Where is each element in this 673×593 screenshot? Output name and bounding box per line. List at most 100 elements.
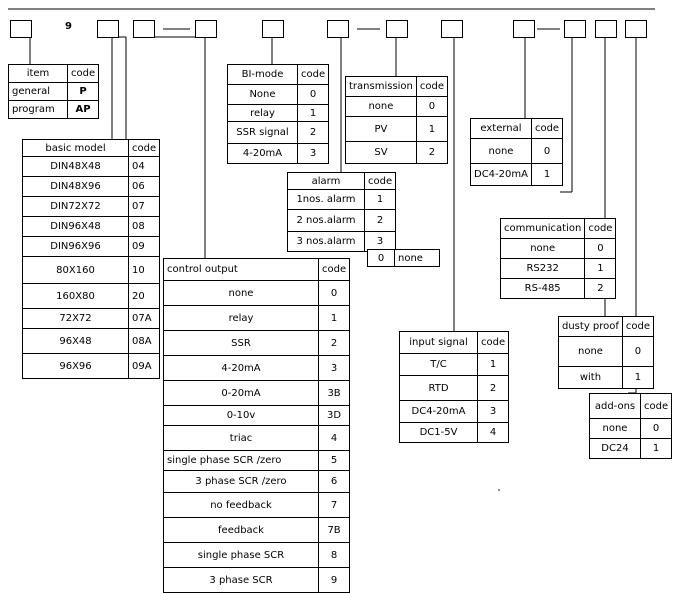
code-header: code (639, 393, 673, 419)
transmission-code: 1 (415, 116, 449, 142)
control-output-code: 6 (317, 470, 351, 493)
code-box-12 (625, 20, 647, 38)
control-output-label: none (163, 280, 319, 306)
alarm-code: 2 (363, 209, 397, 232)
item-label: general (8, 82, 68, 101)
control-output-code: 0 (317, 280, 351, 306)
basic-model-label: DIN48X96 (22, 176, 129, 197)
transmission-label: none (345, 96, 417, 117)
code-header: code (584, 218, 617, 239)
basic-model-label: 80X160 (22, 256, 129, 284)
basic-model-title: basic model (22, 139, 129, 157)
alarm-none-label: none (394, 249, 440, 267)
nine-label: 9 (65, 21, 72, 32)
control-output-label: no feedback (163, 492, 319, 518)
bi-mode-code: 3 (296, 143, 330, 164)
bi-mode-code: 2 (296, 121, 330, 144)
control-output-code: 5 (317, 450, 351, 471)
communication-code: 2 (584, 278, 617, 299)
code-header: code (317, 258, 351, 281)
bi-mode-title: BI-mode (227, 64, 298, 85)
code-box-7 (386, 20, 408, 38)
code-box-8 (441, 20, 463, 38)
basic-model-code: 06 (127, 176, 161, 197)
transmission-label: PV (345, 116, 417, 142)
transmission-code: 0 (415, 96, 449, 117)
input-signal-label: RTD (399, 375, 478, 401)
control-output-code: 7B (317, 517, 351, 543)
external-title: external (470, 118, 532, 139)
input-signal-code: 4 (476, 422, 510, 443)
alarm-none-row: 0 none (367, 249, 440, 267)
dusty-proof-code: 0 (621, 336, 655, 367)
bi-mode-label: relay (227, 104, 298, 122)
dusty-proof-code: 1 (621, 366, 655, 389)
code-header: code (530, 118, 564, 139)
external-code: 0 (530, 138, 564, 164)
control-output-label: feedback (163, 517, 319, 543)
dot-mark (498, 489, 500, 491)
communication-code: 0 (584, 238, 617, 259)
control-output-label: single phase SCR (163, 542, 319, 568)
code-box-10 (564, 20, 586, 38)
control-output-code: 3 (317, 355, 351, 381)
control-output-code: 7 (317, 492, 351, 518)
transmission-title: transmission (345, 76, 417, 97)
basic-model-code: 04 (127, 156, 161, 177)
add-ons-title: add-ons (589, 393, 641, 419)
input-signal-label: T/C (399, 353, 478, 376)
code-header: code (363, 172, 397, 190)
code-box-3 (133, 20, 155, 38)
item-table: item code general P program AP (8, 64, 100, 119)
control-output-code: 1 (317, 305, 351, 331)
control-output-code: 4 (317, 425, 351, 451)
control-output-code: 3D (317, 405, 351, 426)
bi-mode-label: 4-20mA (227, 143, 298, 164)
transmission-label: SV (345, 141, 417, 164)
dusty-proof-label: with (558, 366, 623, 389)
code-header: code (66, 64, 100, 83)
code-box-1 (10, 20, 32, 38)
code-header: code (621, 316, 655, 337)
code-box-4 (195, 20, 217, 38)
basic-model-label: DIN48X48 (22, 156, 129, 177)
code-header: code (127, 139, 161, 157)
external-code: 1 (530, 163, 564, 186)
control-output-code: 9 (317, 567, 351, 593)
communication-label: none (499, 238, 586, 259)
alarm-label: 2 nos.alarm (287, 209, 365, 232)
add-ons-label: DC24 (589, 438, 641, 459)
alarm-label: 3 nos.alarm (287, 231, 365, 252)
communication-title: communication (499, 218, 586, 239)
bi-mode-code: 1 (296, 104, 330, 122)
input-signal-label: DC1-5V (399, 422, 478, 443)
control-output-code: 8 (317, 542, 351, 568)
input-signal-code: 1 (476, 353, 510, 376)
basic-model-code: 10 (127, 256, 161, 284)
code-box-6 (327, 20, 349, 38)
communication-label: RS232 (499, 258, 586, 279)
basic-model-label: 96X48 (22, 328, 129, 354)
basic-model-label: 96X96 (22, 353, 129, 379)
alarm-label: 1nos. alarm (287, 189, 365, 210)
input-signal-code: 2 (476, 375, 510, 401)
bi-mode-code: 0 (296, 84, 330, 105)
code-box-5 (262, 20, 284, 38)
external-label: DC4-20mA (470, 163, 532, 186)
input-signal-label: DC4-20mA (399, 400, 478, 423)
item-title: item (8, 64, 68, 83)
alarm-none-code: 0 (367, 249, 395, 267)
item-label: program (8, 100, 68, 119)
control-output-label: single phase SCR /zero (163, 450, 319, 471)
control-output-label: 0-20mA (163, 380, 319, 406)
external-label: none (470, 138, 532, 164)
basic-model-code: 20 (127, 283, 161, 309)
basic-model-label: 160X80 (22, 283, 129, 309)
basic-model-code: 08 (127, 216, 161, 237)
code-header: code (415, 76, 449, 97)
